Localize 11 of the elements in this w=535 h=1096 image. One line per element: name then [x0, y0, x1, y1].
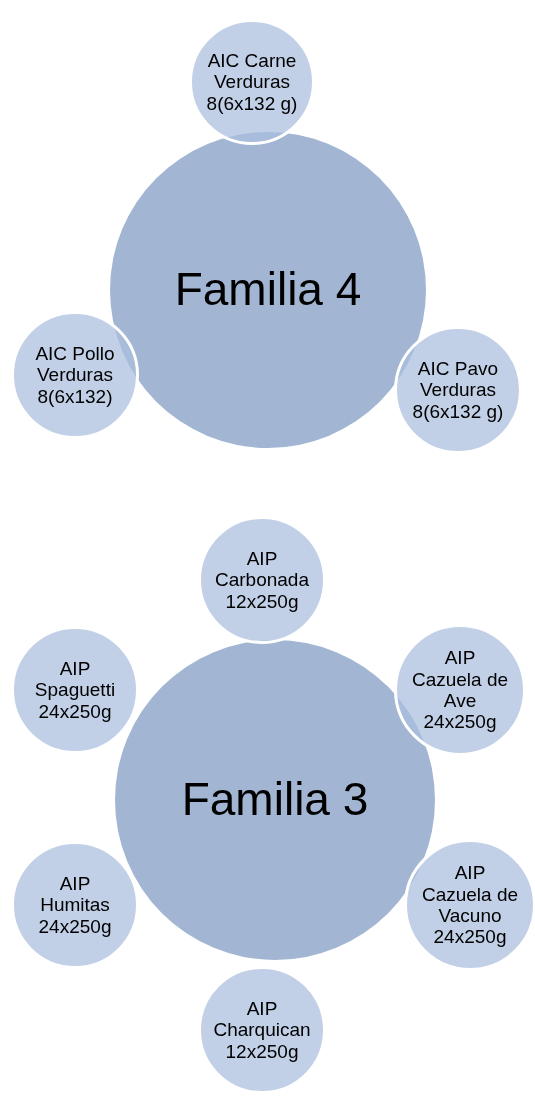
item-label: AIP Cazuela de Ave 24x250g — [410, 647, 510, 733]
group-title: Familia 3 — [181, 774, 369, 826]
item-label: AIP Cazuela de Vacuno 24x250g — [420, 862, 520, 948]
item-label: AIP Humitas 24x250g — [37, 873, 113, 937]
item-label: AIP Charquican 12x250g — [212, 998, 312, 1062]
group-title: Familia 4 — [174, 264, 362, 316]
item-label: AIP Carbonada 12x250g — [214, 548, 310, 612]
item-label: AIC Pavo Verduras 8(6x132 g) — [411, 358, 505, 422]
item-label: AIC Pollo Verduras 8(6x132) — [34, 343, 116, 407]
item-label: AIC Carne Verduras 8(6x132 g) — [205, 50, 299, 114]
item-label: AIP Spaguetti 24x250g — [33, 658, 117, 722]
